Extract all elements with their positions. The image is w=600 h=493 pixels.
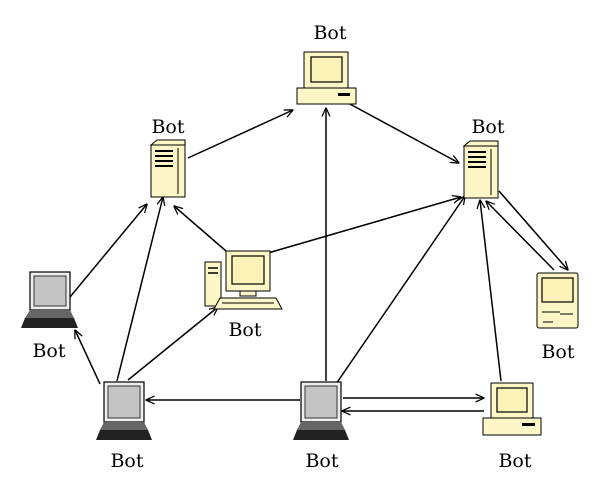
tower-computer-icon bbox=[204, 250, 283, 310]
classic-mac-icon bbox=[536, 272, 579, 329]
edge-bottom-left-laptop-to-center-computer bbox=[127, 307, 218, 381]
edge-bottom-right-desktop-to-right-server bbox=[480, 200, 502, 382]
laptop-icon bbox=[21, 271, 78, 328]
node-left-laptop: Bot bbox=[21, 271, 78, 362]
laptop-icon bbox=[293, 381, 349, 440]
node-label: Bot bbox=[228, 319, 261, 341]
desktop-pc-icon bbox=[482, 382, 542, 436]
node-label: Bot bbox=[151, 116, 184, 138]
node-mac: Bot bbox=[536, 272, 579, 363]
edge-bottom-center-laptop-to-right-server bbox=[335, 196, 465, 385]
edge-left-laptop-to-left-server bbox=[69, 204, 147, 298]
edge-bottom-left-laptop-to-left-server bbox=[116, 197, 163, 382]
node-label: Bot bbox=[32, 340, 65, 362]
edge-center-computer-to-left-server bbox=[174, 206, 227, 252]
edge-left-server-to-top-desktop bbox=[187, 110, 293, 159]
node-label: Bot bbox=[305, 450, 338, 472]
tower-server-icon bbox=[149, 139, 186, 198]
node-left-server: Bot bbox=[149, 116, 186, 198]
laptop-icon bbox=[96, 381, 152, 440]
node-bottom-left-laptop: Bot bbox=[96, 381, 152, 472]
tower-server-icon bbox=[462, 140, 499, 199]
node-label: Bot bbox=[471, 116, 504, 138]
node-center-computer: Bot bbox=[204, 250, 283, 341]
edge-right-server-to-mac bbox=[498, 190, 568, 270]
node-label: Bot bbox=[110, 450, 143, 472]
edge-top-desktop-to-right-server bbox=[347, 102, 459, 163]
desktop-pc-icon bbox=[296, 51, 357, 105]
node-label: Bot bbox=[541, 341, 574, 363]
node-bottom-center-laptop: Bot bbox=[293, 381, 349, 472]
node-right-server: Bot bbox=[462, 116, 505, 199]
node-bottom-right-desktop: Bot bbox=[482, 382, 542, 472]
node-label: Bot bbox=[313, 22, 346, 44]
edge-center-computer-to-right-server bbox=[267, 197, 461, 254]
edge-bottom-left-laptop-to-left-laptop bbox=[75, 330, 101, 385]
node-top-desktop: Bot bbox=[296, 22, 357, 105]
edge-mac-to-right-server bbox=[486, 201, 555, 271]
edges-layer bbox=[69, 102, 568, 411]
node-label: Bot bbox=[498, 450, 531, 472]
